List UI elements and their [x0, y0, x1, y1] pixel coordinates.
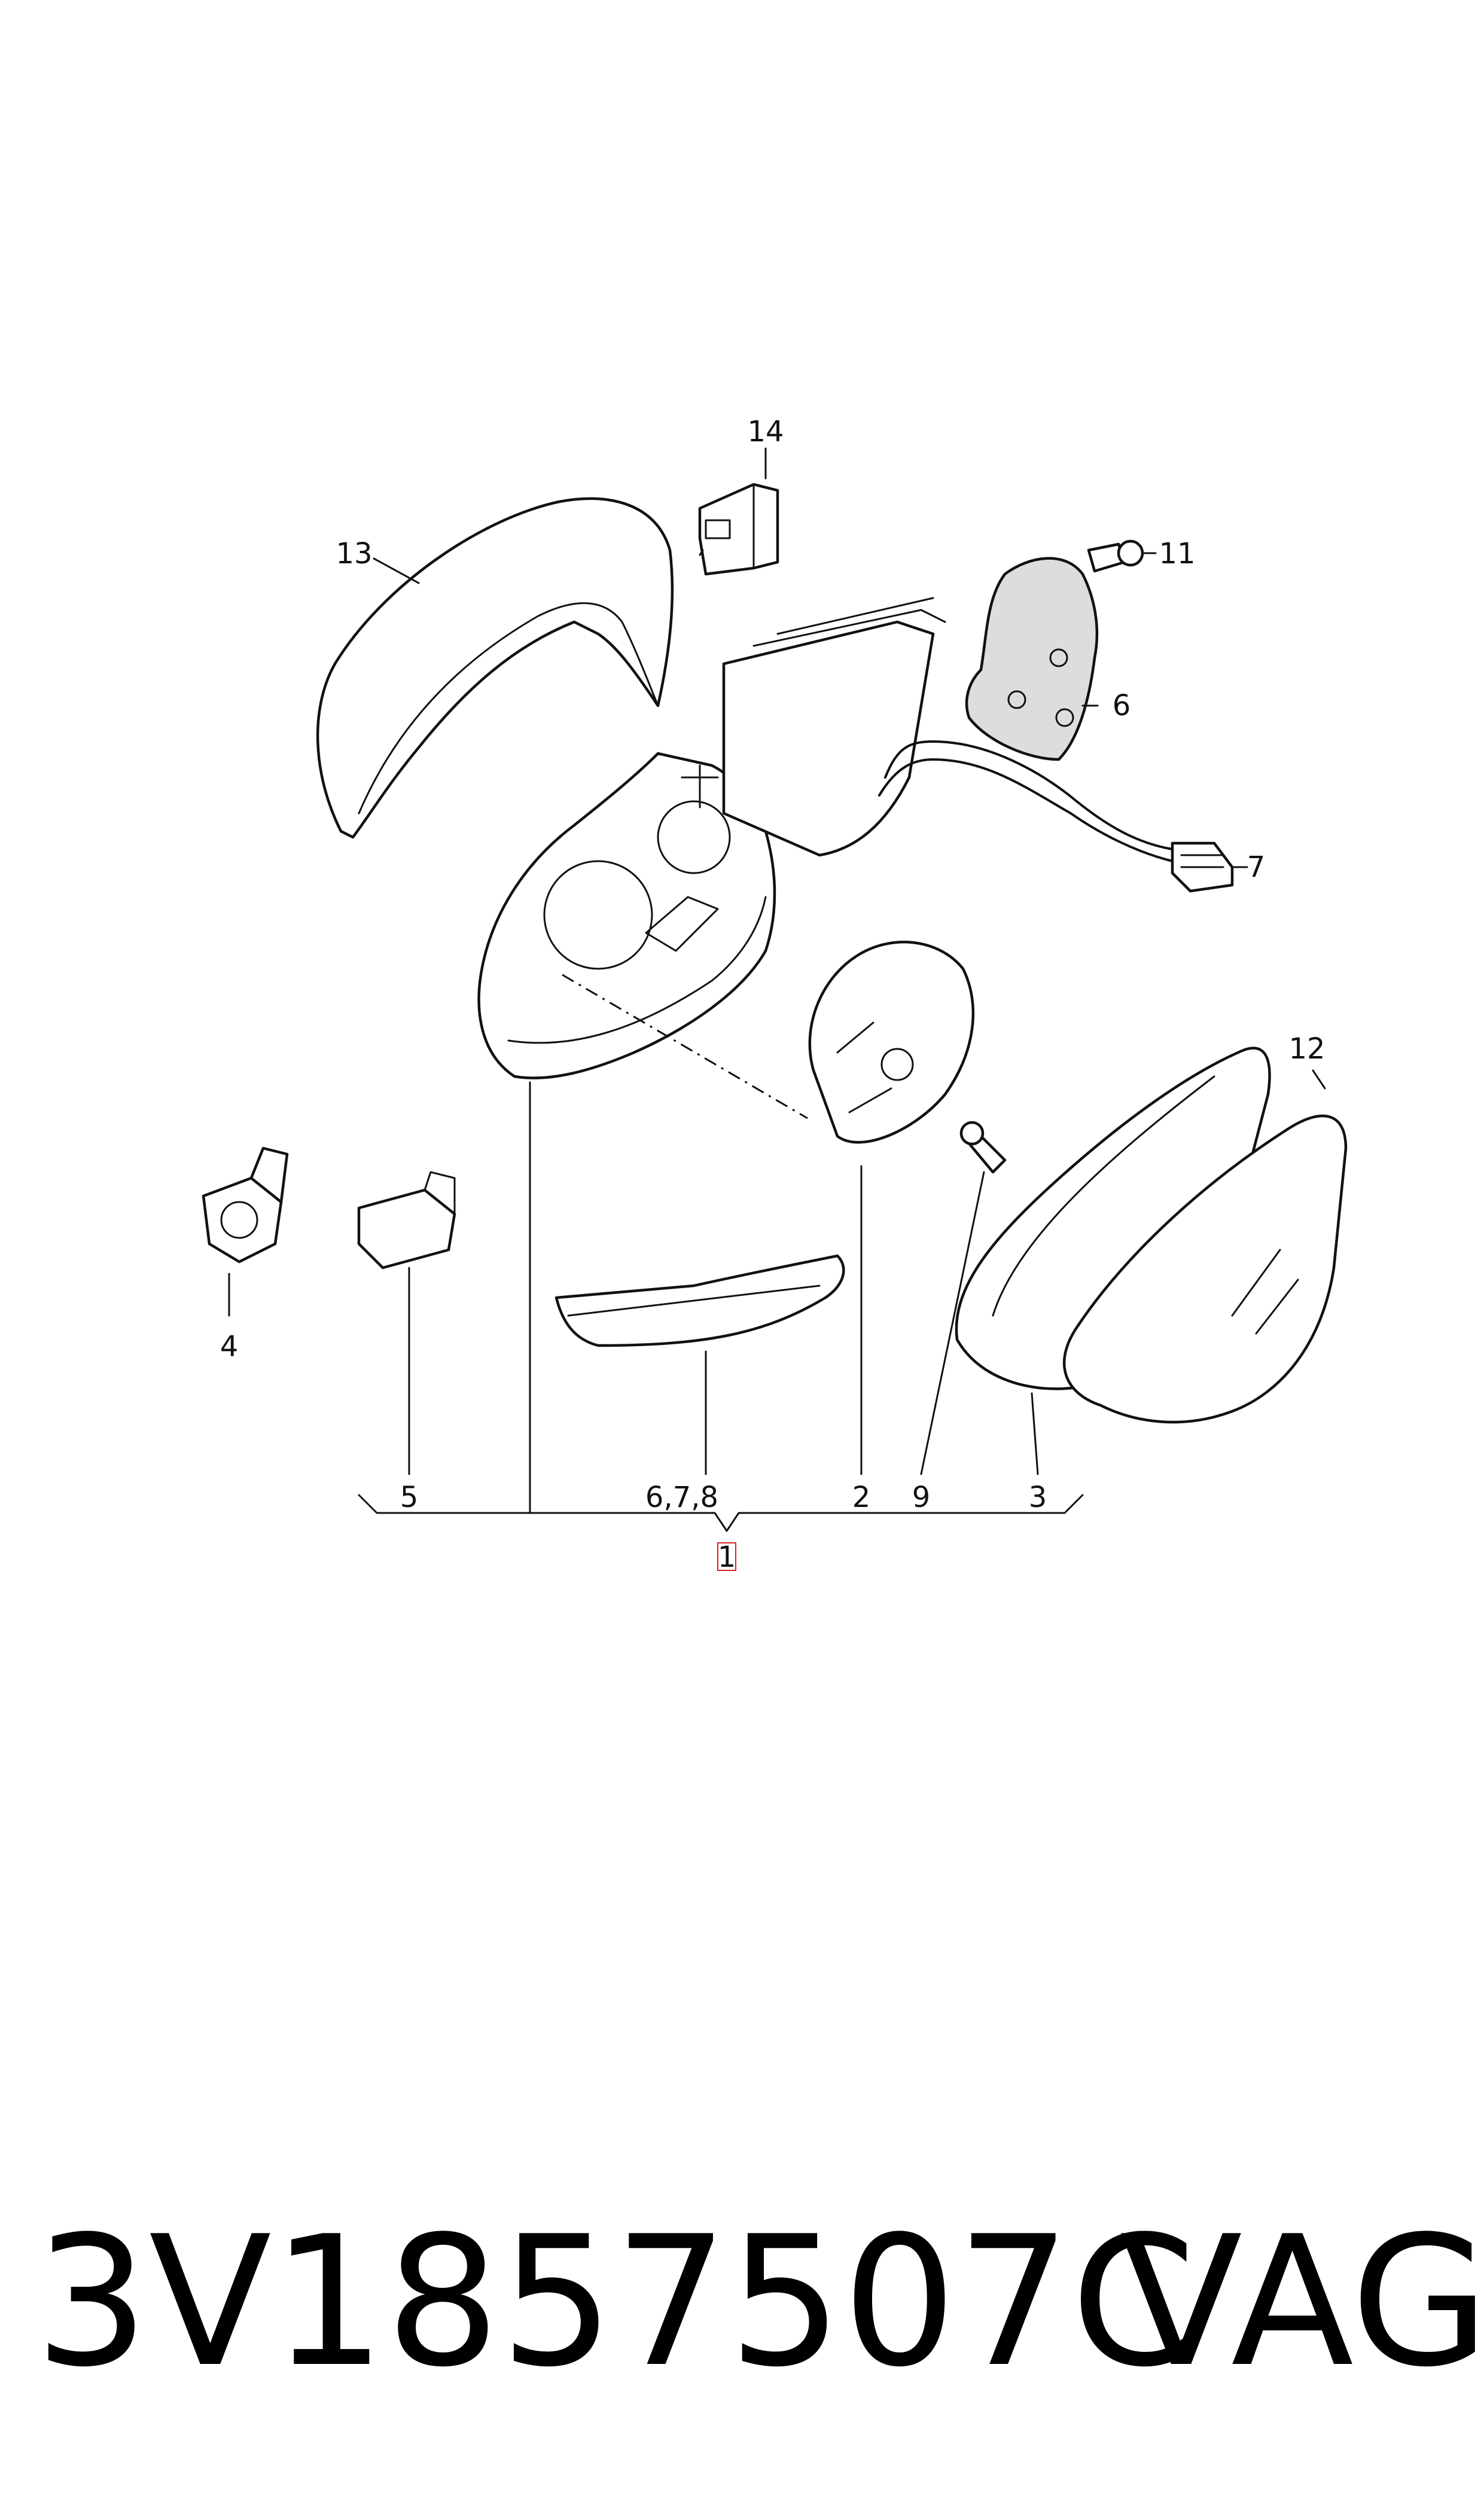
callout-3: 3 [1029, 1481, 1047, 1514]
callout-5: 5 [400, 1481, 419, 1514]
callout-12: 12 [1288, 1032, 1325, 1066]
connector-module [698, 483, 779, 576]
part-number: 3V1857507C [35, 2198, 1196, 2406]
callout-11: 11 [1159, 537, 1195, 570]
callout-6: 6 [1113, 689, 1131, 722]
brand-label: VAG [1120, 2198, 1484, 2406]
callout-1-box: 1 [717, 1540, 736, 1574]
signal-module [357, 1171, 456, 1270]
callout-7: 7 [1247, 850, 1266, 884]
alignment-guide [562, 974, 808, 1119]
heating-pad [965, 557, 1099, 761]
callout-9: 9 [912, 1481, 931, 1514]
callout-6-7-8: 6,7,8 [645, 1481, 718, 1514]
mirror-plate [722, 597, 946, 857]
screw-9 [959, 1121, 1007, 1174]
leader-lines [228, 447, 1326, 1514]
mirror-glass [1062, 1114, 1348, 1424]
callout-1: 1 [718, 1540, 736, 1574]
screw-11 [1087, 539, 1144, 573]
callout-14: 14 [747, 415, 784, 449]
callout-2: 2 [852, 1481, 871, 1514]
callout-4: 4 [220, 1330, 239, 1363]
indicator-strip [554, 1254, 845, 1347]
connector-plug [1171, 841, 1234, 893]
mirror-housing [477, 752, 776, 1079]
callout-13: 13 [336, 537, 372, 570]
adjustment-motor [808, 941, 975, 1144]
mirror-cover-cap [316, 497, 674, 839]
puddle-lamp [202, 1146, 289, 1264]
wire-harness [878, 740, 1174, 862]
assembly-bracket [358, 1494, 1084, 1532]
